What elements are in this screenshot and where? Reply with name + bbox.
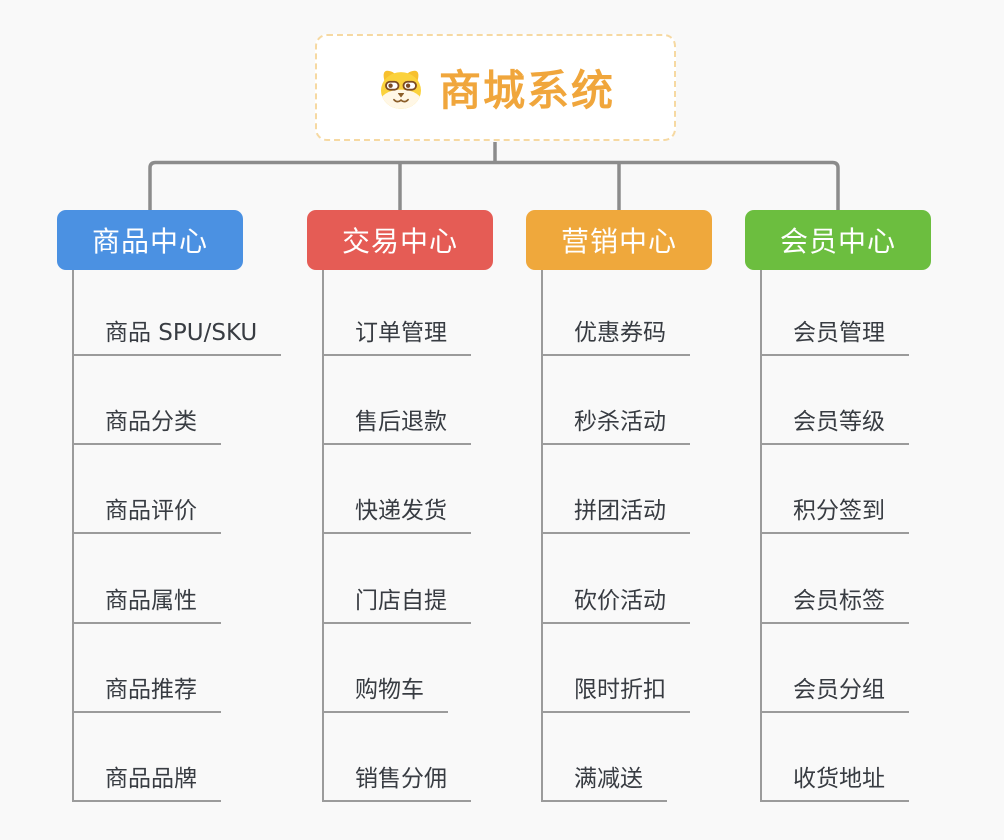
- leaf-node[interactable]: 订单管理: [322, 318, 471, 356]
- leaf-node[interactable]: 会员等级: [760, 407, 909, 445]
- branch-member-center[interactable]: 会员中心: [745, 210, 931, 270]
- branch-label: 商品中心: [91, 225, 208, 258]
- leaf-node[interactable]: 购物车: [322, 675, 448, 713]
- leaf-node[interactable]: 优惠券码: [541, 318, 690, 356]
- branch-column-trade: 交易中心 订单管理 售后退款 快递发货 门店自提 购物车 销售分佣: [307, 210, 493, 820]
- leaf-node[interactable]: 商品评价: [72, 496, 221, 534]
- leaf-node[interactable]: 收货地址: [760, 764, 909, 802]
- leaf-node[interactable]: 商品推荐: [72, 675, 221, 713]
- branch-column-product: 商品中心 商品 SPU/SKU 商品分类 商品评价 商品属性 商品推荐 商品品牌: [57, 210, 282, 820]
- leaf-node[interactable]: 拼团活动: [541, 496, 690, 534]
- leaf-node[interactable]: 秒杀活动: [541, 407, 690, 445]
- leaf-node[interactable]: 积分签到: [760, 496, 909, 534]
- branch-label: 营销中心: [560, 225, 677, 258]
- leaf-node[interactable]: 会员标签: [760, 586, 909, 624]
- leaf-node[interactable]: 售后退款: [322, 407, 471, 445]
- leaf-node[interactable]: 销售分佣: [322, 764, 471, 802]
- leaf-node[interactable]: 砍价活动: [541, 586, 690, 624]
- branch-label: 交易中心: [341, 225, 458, 258]
- leaf-node[interactable]: 商品 SPU/SKU: [72, 318, 282, 356]
- dog-face-icon: [380, 70, 421, 109]
- root-title: 商城系统: [438, 66, 615, 115]
- leaf-node[interactable]: 商品属性: [72, 586, 221, 624]
- leaf-node[interactable]: 会员管理: [760, 318, 909, 356]
- branch-label: 会员中心: [779, 225, 896, 258]
- branch-connector-line: [72, 270, 74, 802]
- branch-product-center[interactable]: 商品中心: [57, 210, 243, 270]
- leaf-node[interactable]: 商品品牌: [72, 764, 221, 802]
- root-node[interactable]: 商城系统: [315, 34, 676, 141]
- leaf-node[interactable]: 限时折扣: [541, 675, 690, 713]
- branch-trade-center[interactable]: 交易中心: [307, 210, 493, 270]
- leaf-node[interactable]: 商品分类: [72, 407, 221, 445]
- leaf-node[interactable]: 满减送: [541, 764, 667, 802]
- leaf-node[interactable]: 会员分组: [760, 675, 909, 713]
- branch-marketing-center[interactable]: 营销中心: [526, 210, 712, 270]
- branch-column-member: 会员中心 会员管理 会员等级 积分签到 会员标签 会员分组 收货地址: [745, 210, 931, 820]
- branch-connector-line: [322, 270, 324, 802]
- branch-column-marketing: 营销中心 优惠券码 秒杀活动 拼团活动 砍价活动 限时折扣 满减送: [526, 210, 712, 820]
- branch-connector-line: [541, 270, 543, 802]
- branch-connector-line: [760, 270, 762, 802]
- leaf-node[interactable]: 快递发货: [322, 496, 471, 534]
- leaf-node[interactable]: 门店自提: [322, 586, 471, 624]
